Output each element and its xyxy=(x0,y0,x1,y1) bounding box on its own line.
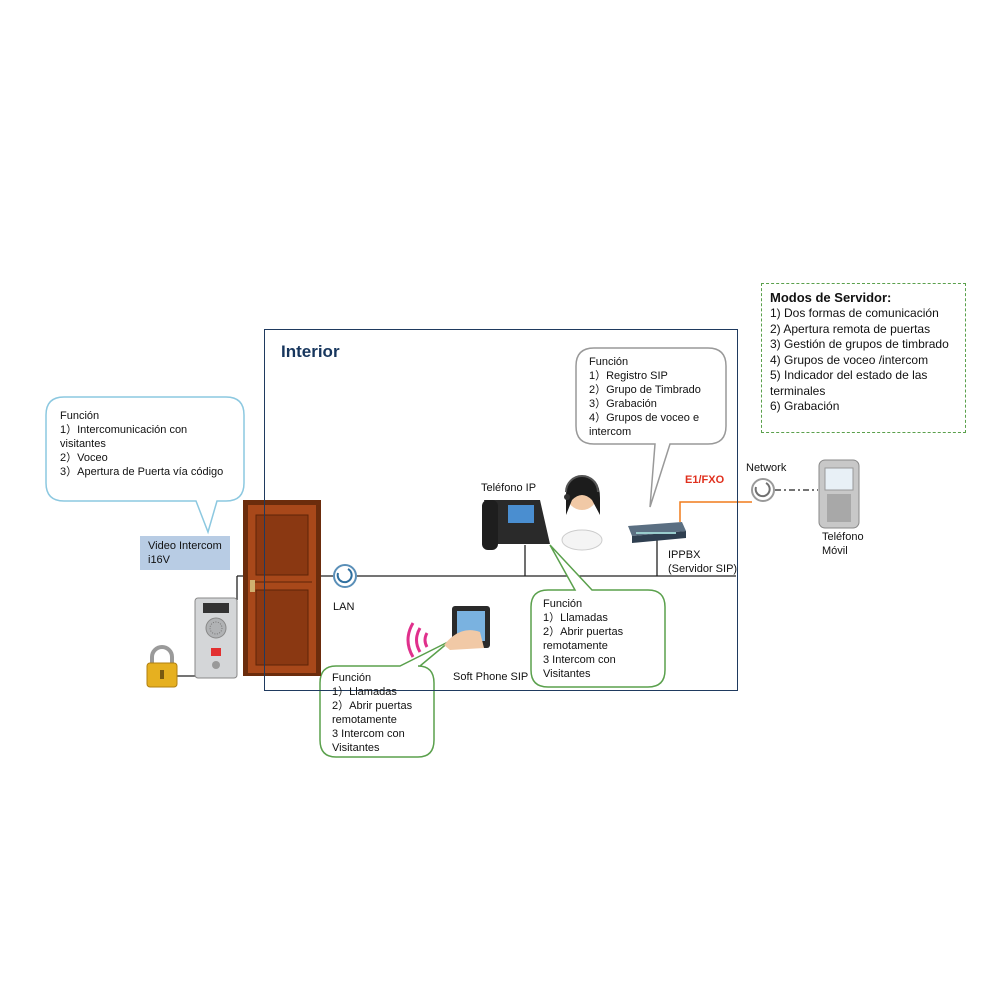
callout-item: 1）Llamadas xyxy=(332,686,397,698)
callout-item: 1）Intercomunicación con xyxy=(60,424,188,436)
phone-callout-text: Función 1）Llamadas 2）Abrir puertas remot… xyxy=(543,597,623,681)
operator-person-image xyxy=(561,475,603,551)
callout-item: remotamente xyxy=(543,640,608,652)
callout-item: 3 Intercom con xyxy=(543,654,616,666)
server-mode-item: 4) Grupos de voceo /intercom xyxy=(770,352,929,367)
video-intercom-label: Video Intercom i16V xyxy=(140,536,230,570)
pbx-callout-text: Función 1）Registro SIP 2）Grupo de Timbra… xyxy=(589,355,701,439)
server-mode-item: terminales xyxy=(770,383,826,398)
server-mode-item: 2) Apertura remota de puertas xyxy=(770,321,931,336)
callout-item: visitantes xyxy=(60,438,106,450)
server-modes-box: Modos de Servidor: 1) Dos formas de comu… xyxy=(761,283,966,433)
intercom-callout-bubble xyxy=(45,396,245,535)
callout-title: Función xyxy=(543,598,583,610)
callout-title: Función xyxy=(589,356,629,368)
server-mode-item: 5) Indicador del estado de las xyxy=(770,368,928,382)
mobile-label-line: Móvil xyxy=(822,545,848,557)
callout-item: remotamente xyxy=(332,714,397,726)
softphone-callout-text: Función 1）Llamadas 2）Abrir puertas remot… xyxy=(332,671,412,755)
softphone-device xyxy=(444,606,490,650)
network-label: Network xyxy=(746,462,787,474)
network-connector-icon xyxy=(751,478,775,502)
callout-item: 2）Voceo xyxy=(60,452,108,464)
callout-item: 1）Llamadas xyxy=(543,612,608,624)
interior-zone xyxy=(264,329,738,691)
callout-title: Función xyxy=(332,672,372,684)
video-intercom-device xyxy=(194,597,238,679)
callout-item: 4）Grupos de voceo e xyxy=(589,412,700,424)
callout-item: 3）Apertura de Puerta vía código xyxy=(60,466,224,478)
wifi-signal-icon xyxy=(406,622,429,658)
ip-phone-image xyxy=(482,500,550,550)
callout-item: 3 Intercom con xyxy=(332,728,405,740)
server-mode-item: 6) Grabación xyxy=(770,399,840,413)
lan-label: LAN xyxy=(333,601,355,613)
ippbx-device xyxy=(628,522,686,543)
ippbx-label: IPPBX (Servidor SIP) xyxy=(668,548,737,576)
softphone-label: Soft Phone SIP xyxy=(453,671,529,683)
callout-item: 2）Grupo de Timbrado xyxy=(589,384,701,396)
callout-item: 2）Abrir puertas xyxy=(543,626,624,638)
pbx-callout-bubble xyxy=(575,347,727,508)
ippbx-label-line: (Servidor SIP) xyxy=(668,563,738,575)
callout-item: Visitantes xyxy=(332,742,380,754)
callout-title: Función xyxy=(60,410,100,422)
video-intercom-label-line: Video Intercom xyxy=(148,540,222,552)
callout-item: 3）Grabación xyxy=(589,398,657,410)
mobile-label: Teléfono Móvil xyxy=(822,530,864,558)
ip-phone-label: Teléfono IP xyxy=(481,482,537,494)
callout-item: intercom xyxy=(589,426,632,438)
mobile-label-line: Teléfono xyxy=(822,531,864,543)
intercom-callout-text: Función 1）Intercomunicación con visitant… xyxy=(60,409,223,479)
padlock-icon xyxy=(146,645,178,688)
phone-callout-bubble xyxy=(530,544,666,688)
softphone-callout-bubble xyxy=(319,640,451,758)
mobile-phone-image xyxy=(818,459,860,529)
server-mode-item: 3) Gestión de grupos de timbrado xyxy=(770,337,949,351)
callout-item: Visitantes xyxy=(543,668,591,680)
video-intercom-label-line: i16V xyxy=(148,554,171,566)
server-modes-title: Modos de Servidor: xyxy=(770,290,892,305)
callout-item: 1）Registro SIP xyxy=(589,370,668,382)
server-mode-item: 1) Dos formas de comunicación xyxy=(770,306,939,320)
lan-connector-icon xyxy=(333,564,357,588)
interior-title: Interior xyxy=(281,342,340,361)
ippbx-label-line: IPPBX xyxy=(668,549,701,561)
e1-fxo-label: E1/FXO xyxy=(685,474,725,486)
callout-item: 2）Abrir puertas xyxy=(332,700,413,712)
e1-fxo-line xyxy=(679,501,752,522)
